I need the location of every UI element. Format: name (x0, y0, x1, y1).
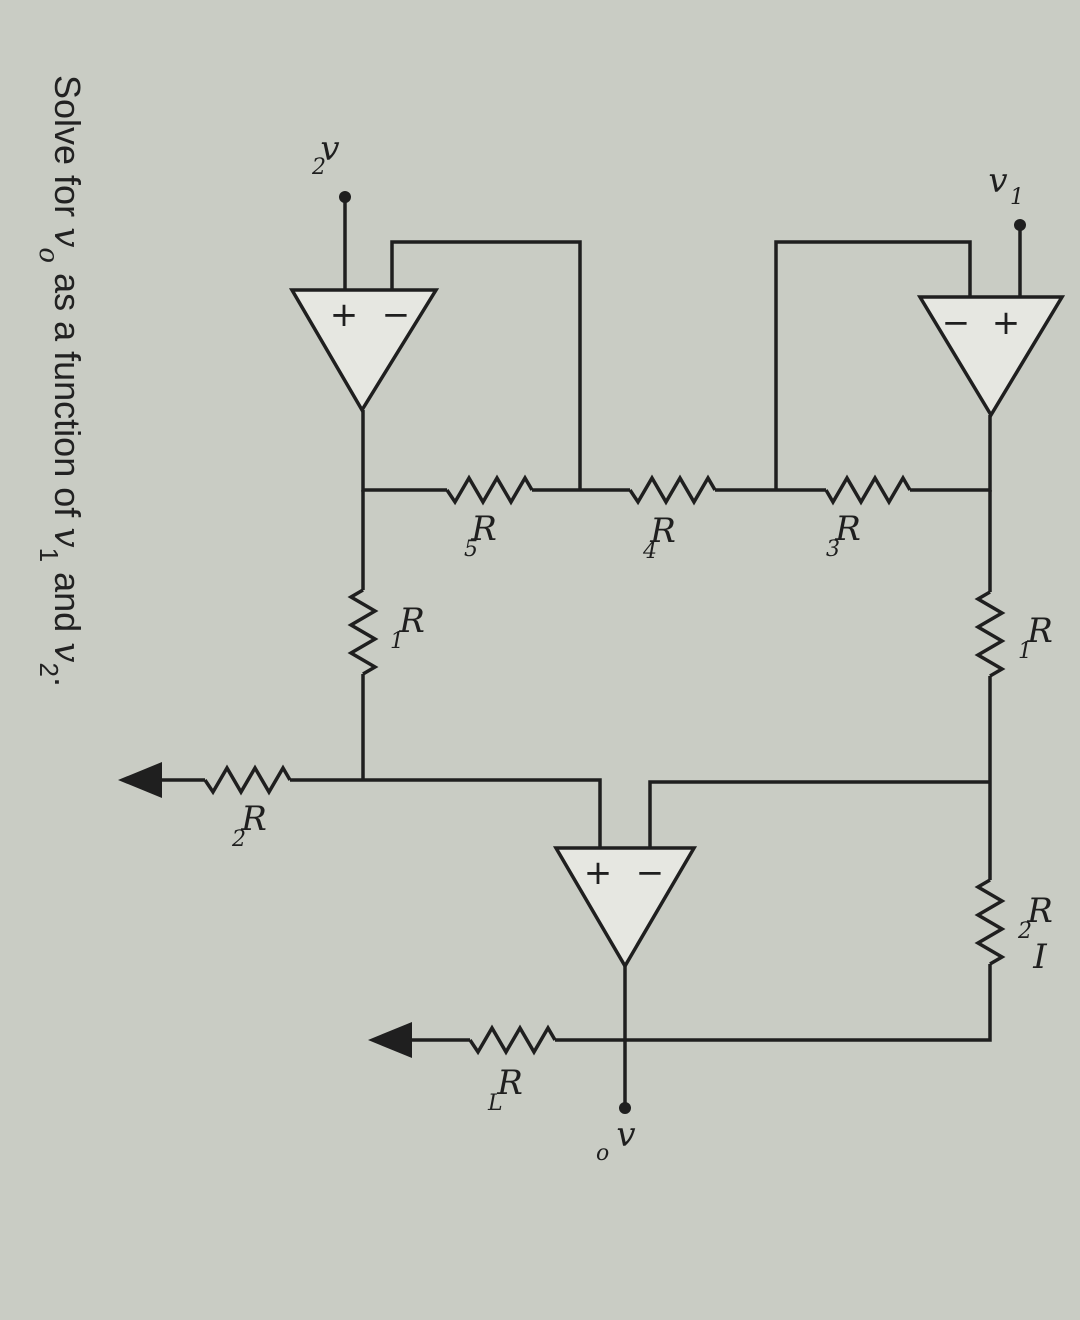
opamp-b-minus: − (382, 295, 411, 335)
resistor-rl (468, 1024, 557, 1056)
opamp-b-body (288, 288, 440, 414)
r2-ground-label-sub: 2 (231, 827, 246, 852)
v2-label: v (320, 129, 339, 169)
question-middle: as a function of (47, 263, 88, 527)
v1-label-sub: 1 (1010, 185, 1024, 210)
question-var-1: v (46, 527, 87, 547)
resistor-r2-ground (203, 764, 292, 796)
r2-top-label: R (1026, 891, 1053, 931)
r5-label: R (470, 509, 497, 549)
opamp-b-plus: + (330, 295, 359, 335)
r3-label: R (834, 509, 861, 549)
opamp-a-body (916, 295, 1066, 419)
wire-opamp-a-feedback (774, 240, 972, 490)
question-var-2: v (46, 642, 87, 662)
load-arrow-left (368, 1022, 412, 1058)
ground-arrow-left (118, 762, 162, 798)
opamp-a: + − (916, 295, 1066, 419)
vo-terminal (619, 1102, 631, 1114)
vo-label-sub: o (596, 1141, 609, 1166)
wire-opamp-c-plus (363, 778, 602, 848)
wire-opamp-b-output (361, 410, 447, 492)
r4-label: R (649, 511, 676, 551)
vo-label: v (616, 1115, 635, 1155)
rl-label: R (496, 1063, 523, 1103)
wire-r2-top-to-load (600, 964, 992, 1042)
r1-top-label-sub: 1 (1018, 639, 1032, 664)
question-end: . (47, 677, 88, 687)
v1-terminal (1014, 219, 1026, 231)
r1-bottom-label-sub: 1 (390, 629, 404, 654)
r2-ground-label: R (240, 799, 267, 839)
r4-label-sub: 4 (642, 539, 657, 564)
stray-mark: I (1032, 937, 1047, 977)
opamp-b: + − (288, 288, 440, 414)
r5-label-sub: 5 (464, 537, 478, 562)
question-var-out: v (46, 227, 87, 247)
opamp-a-plus: + (992, 303, 1021, 343)
v2-label-sub: 2 (311, 155, 326, 180)
rl-label-sub: L (487, 1091, 503, 1116)
resistor-r1-bottom (347, 588, 379, 676)
wire-opamp-c-minus (648, 780, 990, 848)
r1-top-label: R (1026, 611, 1053, 651)
question-var-1-sub: 1 (34, 548, 64, 562)
opamp-c-body (552, 846, 698, 970)
r2-top-label-sub: 2 (1017, 919, 1032, 944)
resistor-r5 (445, 474, 534, 506)
question-var-out-sub: o (33, 247, 63, 263)
question-connector: and (47, 562, 88, 642)
question-text: Solve for vo as a function of v1 and v2. (33, 75, 88, 687)
opamp-c-plus: + (584, 853, 613, 893)
resistor-r3 (824, 474, 912, 506)
opamp-a-minus: − (942, 303, 971, 343)
opamp-c-minus: − (636, 853, 665, 893)
r1-bottom-label: R (398, 601, 425, 641)
opamp-c: + − (552, 846, 698, 970)
resistor-r4 (628, 474, 717, 506)
resistor-r1-top (974, 590, 1006, 678)
wire-opamp-b-feedback (390, 240, 582, 490)
question-prefix: Solve for (47, 75, 88, 227)
wire-opamp-a-output (910, 415, 992, 492)
v2-terminal (339, 191, 351, 203)
resistor-r2-top (974, 878, 1006, 966)
question-var-2-sub: 2 (34, 662, 64, 676)
r3-label-sub: 3 (826, 537, 840, 562)
v1-label: v (988, 161, 1007, 201)
